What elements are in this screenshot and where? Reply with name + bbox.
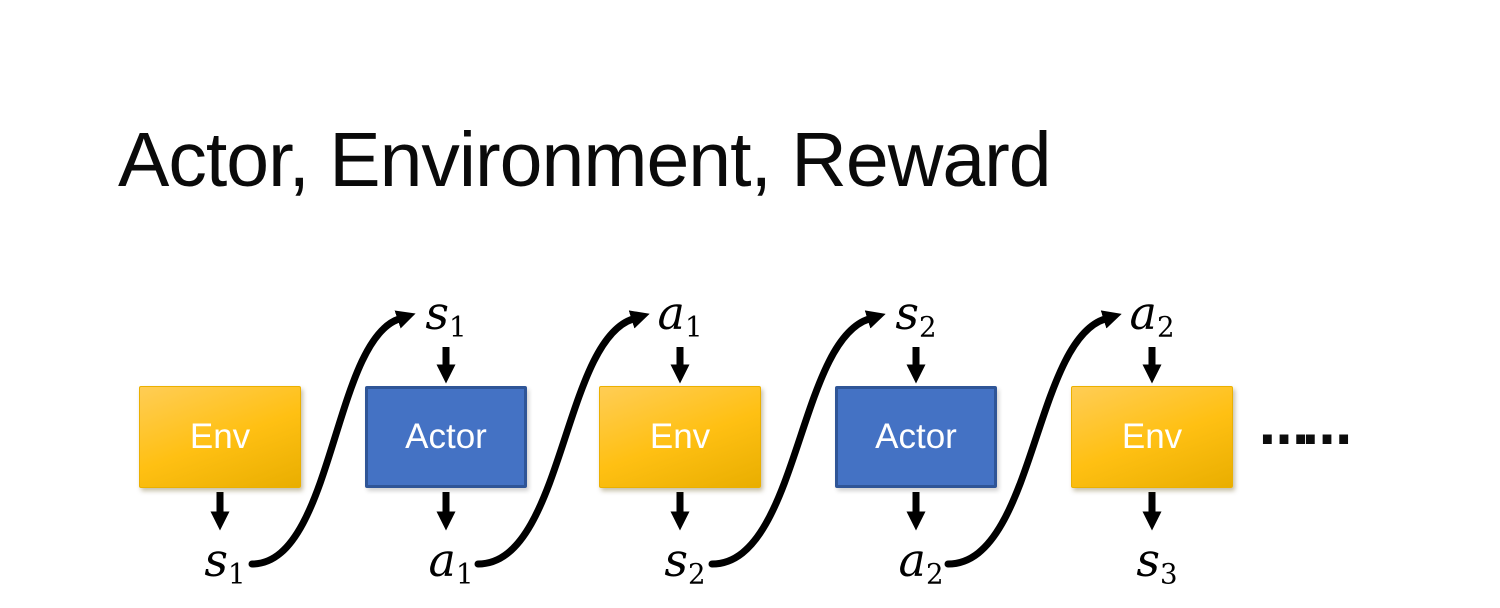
bottom-label-s2: s2 xyxy=(664,533,706,591)
actor-box-1-label: Actor xyxy=(405,417,487,456)
actor-box-2-label: Actor xyxy=(875,417,957,456)
env-box-2: Env xyxy=(599,386,761,488)
slide-title: Actor, Environment, Reward xyxy=(118,117,1052,203)
env-box-3: Env xyxy=(1071,386,1233,488)
env-box-2-label: Env xyxy=(649,417,711,456)
bottom-label-s3: s3 xyxy=(1136,533,1178,591)
top-label-a2: a2 xyxy=(1129,286,1175,344)
env-box-1-label: Env xyxy=(189,417,251,456)
top-label-a1: a1 xyxy=(657,286,703,344)
continuation-ellipsis: …… xyxy=(1259,398,1352,456)
env-box-3-label: Env xyxy=(1121,417,1183,456)
bottom-label-a1: a1 xyxy=(428,533,474,591)
top-label-s1: s1 xyxy=(425,286,467,344)
actor-box-2: Actor xyxy=(835,386,997,488)
bottom-label-a2: a2 xyxy=(898,533,944,591)
actor-box-1: Actor xyxy=(365,386,527,488)
bottom-label-s1: s1 xyxy=(204,533,246,591)
env-box-1: Env xyxy=(139,386,301,488)
top-label-s2: s2 xyxy=(895,286,937,344)
